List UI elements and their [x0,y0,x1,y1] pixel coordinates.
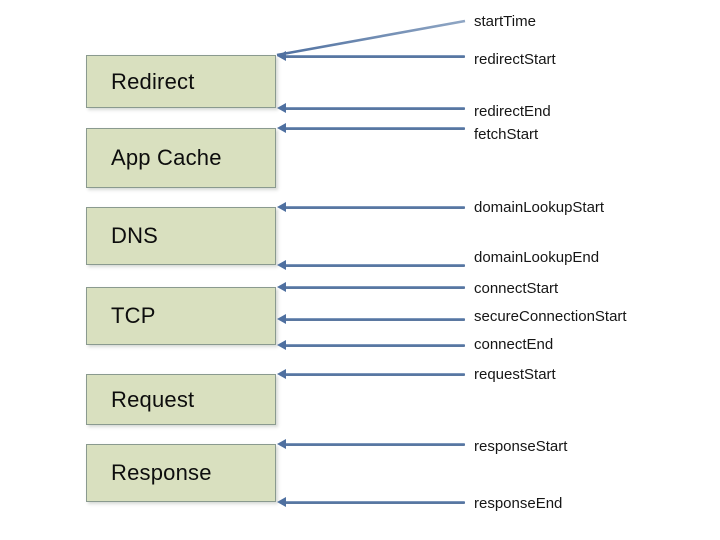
marker-label-responseStart: responseStart [474,438,568,455]
phase-box-app-cache: App Cache [86,128,276,188]
arrow-head-domainLookupEnd [277,260,286,270]
arrow-head-redirectEnd [277,103,286,113]
arrow-line-redirectEnd [284,107,465,110]
arrow-head-redirectStart [277,51,286,61]
arrow-line-responseEnd [284,501,465,504]
arrow-head-domainLookupStart [277,202,286,212]
arrow-head-fetchStart [277,123,286,133]
arrow-line-fetchStart [284,127,465,130]
arrow-line-redirectStart [284,55,465,58]
marker-label-domainLookupStart: domainLookupStart [474,199,605,216]
phase-label-redirect: Redirect [111,68,195,94]
arrow-line-domainLookupEnd [284,264,465,267]
phase-label-request: Request [111,386,195,412]
marker-label-requestStart: requestStart [474,366,556,383]
phase-box-dns: DNS [86,207,276,265]
phase-box-tcp: TCP [86,287,276,345]
arrow-head-responseEnd [277,497,286,507]
arrow-line-connectStart [284,286,465,289]
arrow-line-responseStart [284,443,465,446]
arrow-head-secureConnectionStart [277,314,286,324]
marker-label-startTime: startTime [474,13,536,30]
marker-label-connectStart: connectStart [474,280,559,297]
phase-box-response: Response [86,444,276,502]
arrow-line-connectEnd [284,344,465,347]
arrow-head-connectStart [277,282,286,292]
arrow-line-requestStart [284,373,465,376]
arrow-head-responseStart [277,439,286,449]
arrow-head-requestStart [277,369,286,379]
phase-box-redirect: Redirect [86,55,276,108]
phase-label-dns: DNS [111,223,159,248]
phase-box-request: Request [86,374,276,425]
marker-label-redirectEnd: redirectEnd [474,103,551,120]
marker-label-secureConnectionStart: secureConnectionStart [474,308,627,325]
marker-label-fetchStart: fetchStart [474,126,539,143]
arrow-line-domainLookupStart [284,206,465,209]
arrow-head-connectEnd [277,340,286,350]
phase-label-tcp: TCP [111,303,156,328]
marker-label-domainLookupEnd: domainLookupEnd [474,249,600,266]
marker-label-redirectStart: redirectStart [474,51,556,68]
marker-label-responseEnd: responseEnd [474,495,563,512]
marker-label-connectEnd: connectEnd [474,336,554,353]
arrow-line-secureConnectionStart [284,318,465,321]
phase-label-app-cache: App Cache [111,145,222,170]
phase-label-response: Response [111,460,212,485]
